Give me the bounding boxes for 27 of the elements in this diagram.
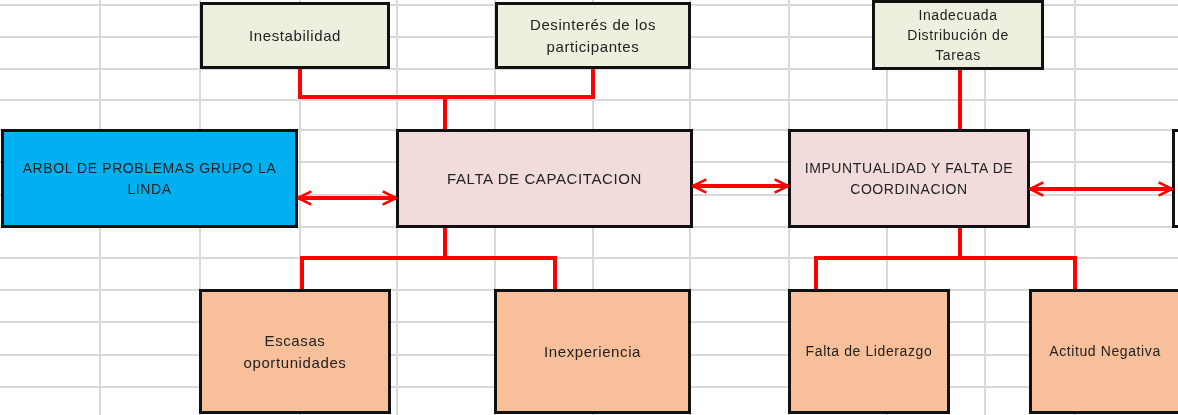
connector-line [958, 228, 1077, 289]
node-label: Inexperiencia [544, 341, 641, 362]
effect-box [199, 289, 391, 414]
node-label: Falta de Liderazgo [805, 342, 933, 362]
node-label: Inestabilidad [249, 25, 341, 46]
effect-box [788, 289, 950, 414]
node-label: Escasas oportunidades [242, 330, 348, 373]
cause-box [872, 0, 1044, 70]
cause-box [495, 2, 691, 69]
connector-line [443, 228, 557, 289]
node-label: Actitud Negativa [1049, 342, 1161, 362]
double-arrow [1028, 181, 1174, 197]
double-arrow [296, 190, 398, 206]
cause-box [200, 2, 390, 69]
effect-box [494, 289, 691, 414]
connector-line [958, 70, 962, 129]
double-arrow [691, 178, 790, 194]
node-label: IMPUNTUALIDAD Y FALTA DE COORDINACION [803, 159, 1015, 199]
problem-box [788, 129, 1030, 228]
node-label: FALTA DE CAPACITACION [447, 168, 642, 189]
node-label: Inadecuada Distribución de Tareas [906, 5, 1010, 66]
node-label: Desinterés de los participantes [528, 14, 658, 57]
effect-box [1029, 289, 1178, 414]
node-label: ARBOL DE PROBLEMAS GRUPO LA LINDA [21, 159, 278, 199]
connector-line [443, 69, 595, 129]
title-box [1, 129, 298, 228]
problem-box [396, 129, 693, 228]
